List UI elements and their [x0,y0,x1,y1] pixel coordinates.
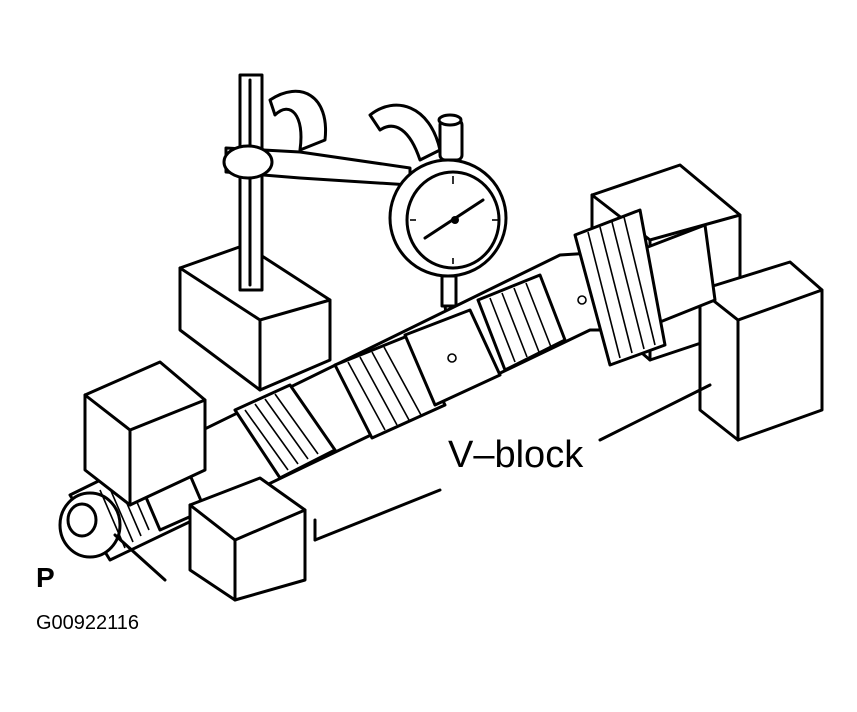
v-block-leader-lines [113,383,712,582]
v-block-label: V–block [448,434,584,476]
view-letter-label: P [36,562,55,593]
dial-stand-base [178,243,332,392]
dial-stand-rod [222,73,442,292]
dial-indicator [388,113,508,336]
output-shaft [58,208,717,562]
figure-code-label: G00922116 [36,612,140,634]
v-block-front [83,360,307,602]
